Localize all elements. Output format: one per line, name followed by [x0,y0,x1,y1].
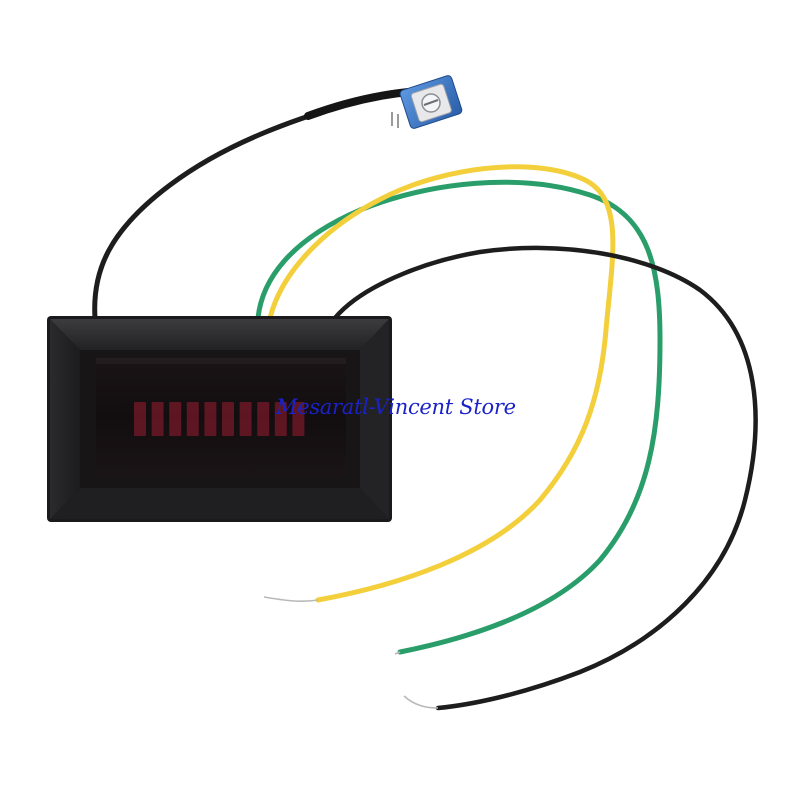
led-segment [274,402,287,436]
black-wire-long [332,245,758,711]
led-segment [186,402,199,436]
bare-wire-end-yellow [263,596,319,603]
led-segment [292,402,305,436]
led-segment [204,402,217,436]
led-segment [222,402,234,436]
led-segment [257,402,270,436]
meter-housing [47,316,392,522]
bare-wire-end-green [394,651,401,655]
led-segment [134,402,146,436]
bare-wire-end-black [403,695,439,709]
led-segment [169,402,182,436]
led-segment [239,402,252,436]
yellow-wire [267,164,616,603]
black-wire-potentiometer [92,89,413,321]
store-watermark: Mesaratl-Vincent Store [276,395,516,419]
led-segment [151,402,164,436]
heat-shrink-sleeve [304,88,412,120]
trimmer-potentiometer-icon [391,75,463,129]
led-bargraph-icon [134,402,305,436]
